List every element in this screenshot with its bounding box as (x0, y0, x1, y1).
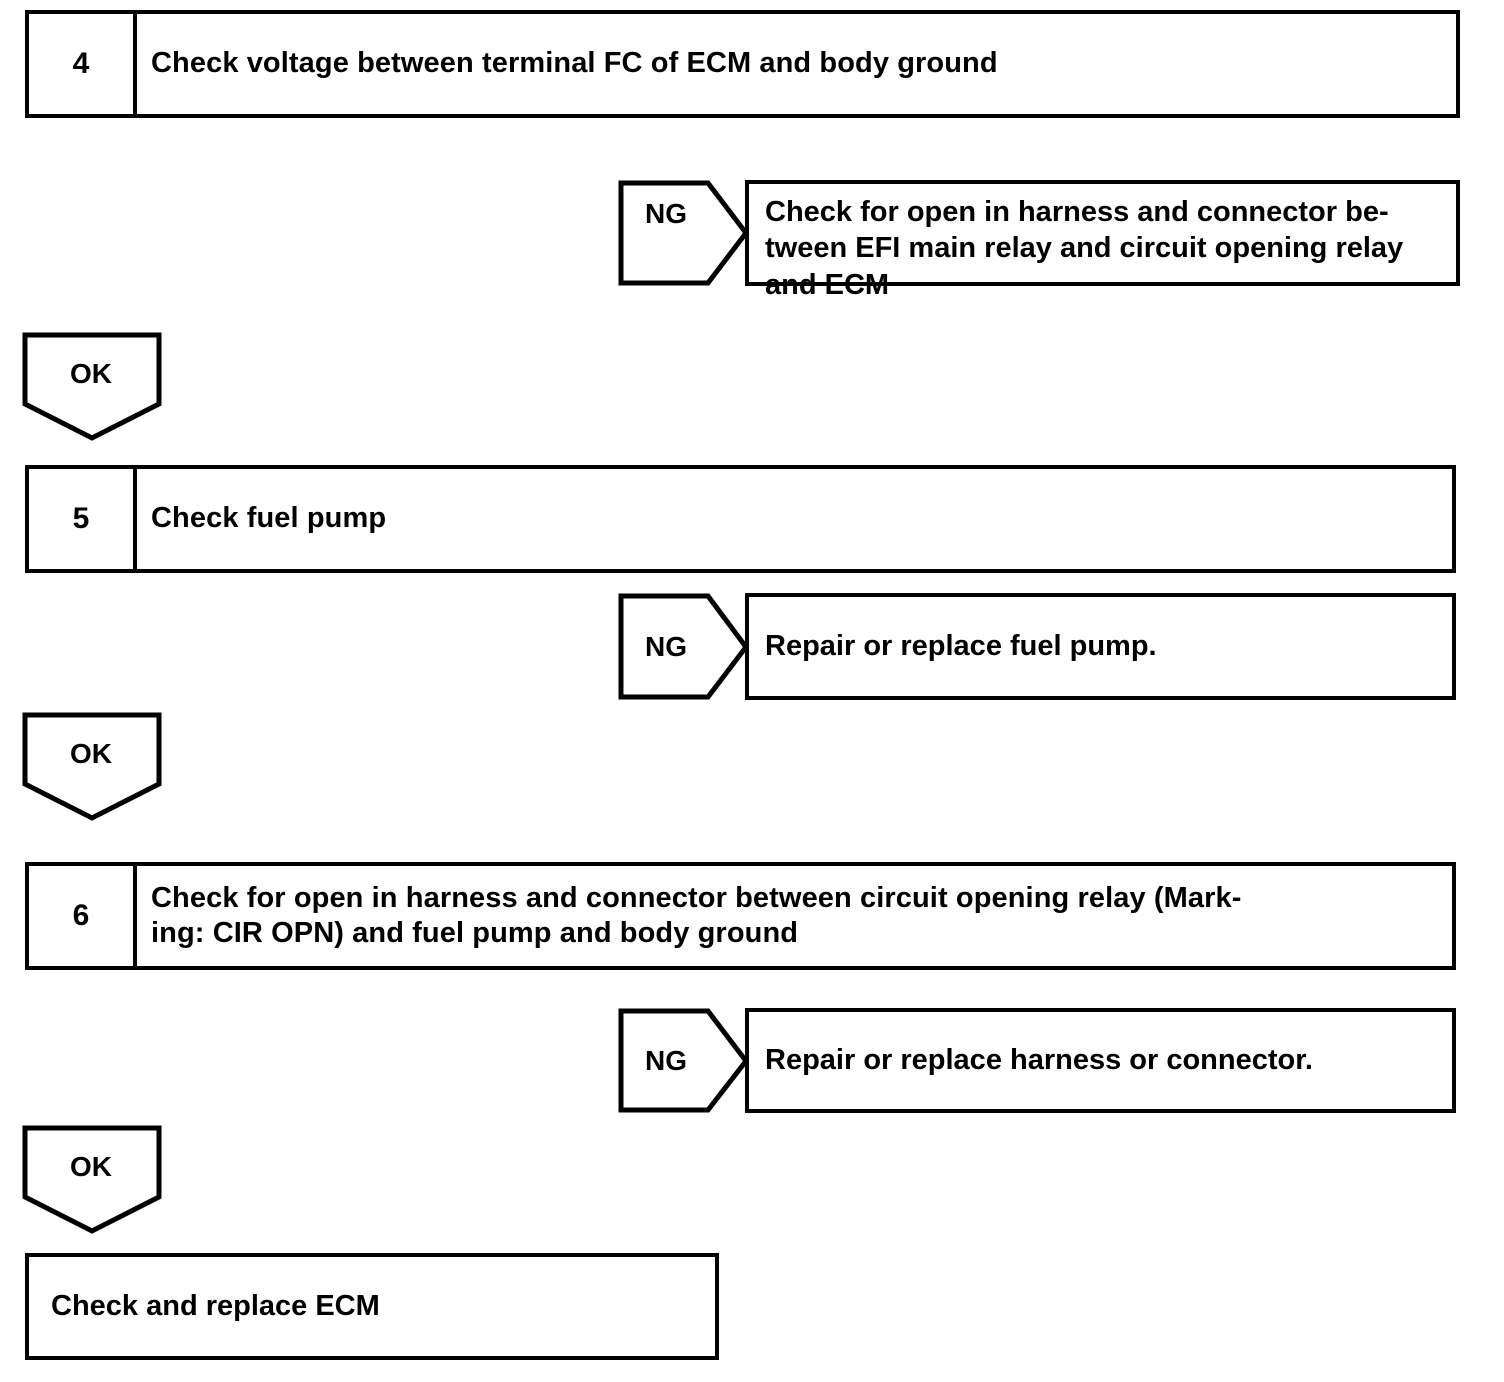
ok-branch-1: OK (22, 332, 162, 442)
step-box-4: 4 Check voltage between terminal FC of E… (25, 10, 1460, 118)
ng-branch-3: NG Repair or replace harness or connecto… (618, 1008, 1456, 1113)
ng-result-box-1: Check for open in harness and connector … (745, 180, 1460, 301)
final-result-box: Check and replace ECM (25, 1253, 719, 1360)
step-box-6: 6 Check for open in harness and connecto… (25, 862, 1456, 970)
ng-arrow-icon-2 (618, 593, 749, 700)
ok-arrow-icon-1 (22, 332, 162, 441)
step-text-4-wrapper: Check voltage between terminal FC of ECM… (137, 14, 1456, 114)
ng-result-text-3: Repair or replace harness or connector. (765, 1044, 1313, 1077)
ok-branch-3: OK (22, 1125, 162, 1235)
ng-result-box-3: Repair or replace harness or connector. (745, 1008, 1456, 1113)
step-text-5-wrapper: Check fuel pump (137, 469, 1452, 569)
final-result-text: Check and replace ECM (51, 1289, 380, 1322)
step-number-5: 5 (29, 469, 137, 569)
step-text-6-line1: Check for open in harness and connector … (151, 881, 1242, 914)
ng-result-text-1-line1: Check for open in harness and connector … (765, 196, 1389, 228)
step-text-4: Check voltage between terminal FC of ECM… (151, 47, 998, 80)
ok-arrow-icon-2 (22, 712, 162, 821)
step-box-5: 5 Check fuel pump (25, 465, 1456, 573)
ng-arrow-icon-1 (618, 180, 749, 286)
ng-result-text-1: Check for open in harness and connector … (765, 194, 1403, 303)
step-number-4: 4 (29, 14, 137, 114)
step-text-6: Check for open in harness and connector … (151, 881, 1242, 952)
ng-result-text-1-line3: and ECM (765, 268, 890, 301)
ok-arrow-icon-3 (22, 1125, 162, 1234)
ok-branch-2: OK (22, 712, 162, 822)
step-number-6: 6 (29, 866, 137, 966)
step-text-6-wrapper: Check for open in harness and connector … (137, 866, 1452, 966)
ng-branch-2: NG Repair or replace fuel pump. (618, 593, 1456, 700)
ng-result-text-2: Repair or replace fuel pump. (765, 630, 1157, 663)
ng-branch-1: NG Check for open in harness and connect… (618, 180, 1460, 301)
ng-arrow-icon-3 (618, 1008, 749, 1113)
step-text-5: Check fuel pump (151, 502, 387, 535)
step-text-6-line2: ing: CIR OPN) and fuel pump and body gro… (151, 917, 799, 949)
ng-result-text-1-line2: tween EFI main relay and circuit opening… (765, 232, 1404, 265)
ng-result-box-2: Repair or replace fuel pump. (745, 593, 1456, 700)
